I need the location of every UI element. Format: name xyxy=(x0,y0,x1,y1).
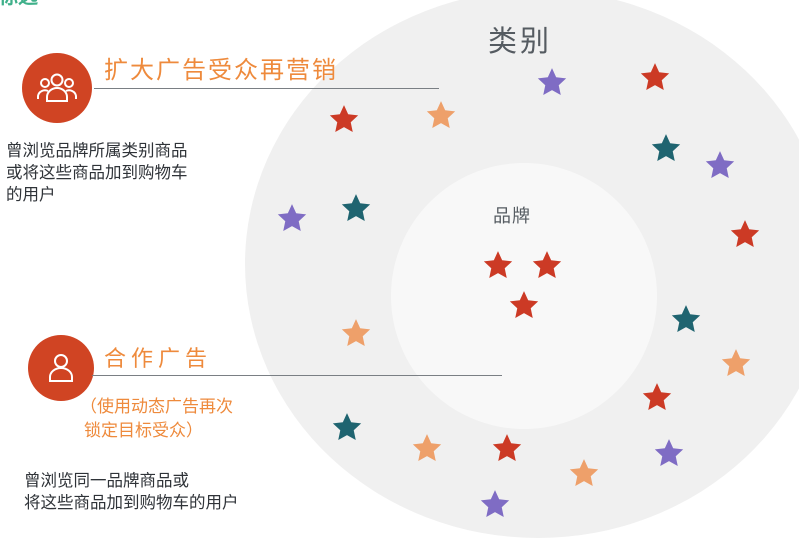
user-group-icon xyxy=(37,73,77,102)
orange-star-icon xyxy=(569,459,599,487)
segment-bottom-heading: 合作广告 xyxy=(104,347,213,372)
single-user-badge xyxy=(28,335,94,401)
category-label: 类别 xyxy=(488,24,553,58)
teal-star-icon xyxy=(651,134,681,162)
teal-star-icon xyxy=(671,305,701,333)
orange-star-icon xyxy=(412,434,442,462)
red-star-icon xyxy=(532,251,562,279)
brand-label: 品牌 xyxy=(493,206,531,227)
orange-star-icon xyxy=(426,101,456,129)
audience-group-badge xyxy=(22,53,92,123)
red-star-icon xyxy=(492,434,522,462)
user-icon xyxy=(49,354,73,382)
orange-star-icon xyxy=(341,319,371,347)
red-star-icon xyxy=(642,383,672,411)
red-star-icon xyxy=(329,105,359,133)
teal-star-icon xyxy=(332,413,362,441)
section-title-fragment: 标选 xyxy=(0,0,38,6)
purple-star-icon xyxy=(480,490,510,518)
segment-top-rule xyxy=(94,88,439,89)
purple-star-icon xyxy=(537,68,567,96)
purple-star-icon xyxy=(705,151,735,179)
teal-star-icon xyxy=(341,194,371,222)
segment-top-description: 曾浏览品牌所属类别商品 或将这些商品加到购物车 的用户 xyxy=(6,141,188,204)
segment-bottom-description: 曾浏览同一品牌商品或 将这些商品加到购物车的用户 xyxy=(24,471,239,512)
segment-top-heading: 扩大广告受众再营销 xyxy=(104,56,338,84)
purple-star-icon xyxy=(277,204,307,232)
red-star-icon xyxy=(730,220,760,248)
segment-bottom-rule xyxy=(92,375,502,376)
red-star-icon xyxy=(509,291,539,319)
red-star-icon xyxy=(640,63,670,91)
red-star-icon xyxy=(483,251,513,279)
orange-star-icon xyxy=(721,349,751,377)
purple-star-icon xyxy=(654,439,684,467)
segment-bottom-note: （使用动态广告再次 锁定目标受众） xyxy=(80,397,233,441)
